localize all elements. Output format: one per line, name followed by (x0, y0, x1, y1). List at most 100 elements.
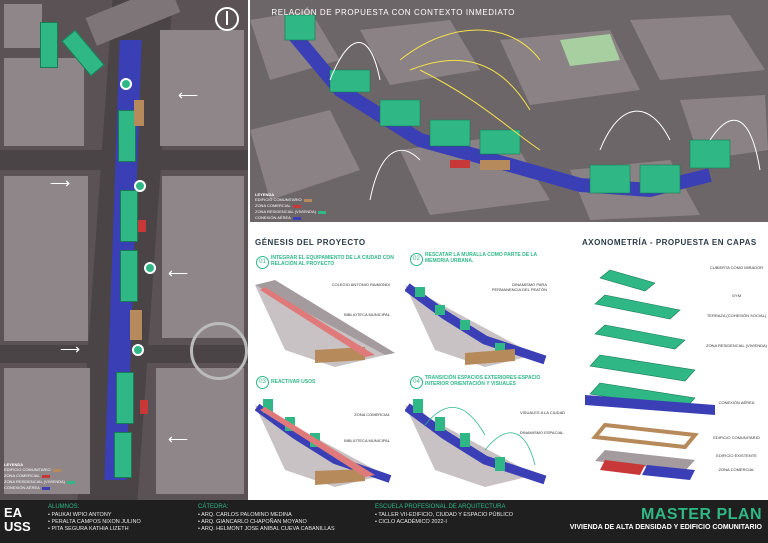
step-02-diagram (405, 283, 547, 367)
step-01-diagram (255, 280, 395, 367)
context-title: RELACIÓN DE PROPUESTA CON CONTEXTO INMED… (271, 8, 515, 17)
city-block (4, 4, 42, 48)
layer-label: CONEXIÓN AÉREA (718, 400, 755, 405)
school-logo: EA USS (4, 506, 31, 534)
axonometry-diagram (585, 269, 715, 480)
step-number: 02 (410, 253, 423, 266)
city-block (4, 58, 84, 146)
legend-title: LEYENDA (255, 192, 275, 197)
legend-swatch (292, 216, 301, 220)
residential-tower (120, 250, 138, 302)
academic-cycle: • CICLO ACADÉMICO 2022-I (375, 519, 447, 525)
layer-label: GYM (731, 293, 742, 298)
north-arrow-icon (215, 7, 239, 31)
layer-label: EDIFICIO COMUNITARIO (713, 435, 760, 440)
commercial-zone (140, 400, 148, 414)
layer-label: EDIFICIO EXISTENTE (716, 453, 757, 458)
legend-item: CONEXIÓN AÉREA (4, 485, 84, 491)
city-block (160, 30, 244, 146)
view-node (132, 344, 144, 356)
footer-bar: EA USS ALUMNOS: • PAUKAI WPIO ANTONY • P… (0, 500, 768, 543)
view-node (134, 180, 146, 192)
legend-item: CONEXIÓN AÉREA (255, 215, 375, 221)
legend-item: ZONA COMERCIAL (4, 473, 84, 479)
legend-title: LEYENDA (4, 462, 24, 467)
residential-tower (118, 110, 136, 162)
legend-item: ZONA RESIDENCIAL (VIVIENDA) (4, 479, 84, 485)
chair-list: • ARQ. CARLOS PALOMINO MEDINA • ARQ. GIA… (198, 512, 335, 533)
student-name: • PERALTA CAMPOS NIXON JULINO (48, 519, 141, 525)
professor-name: • ARQ. CARLOS PALOMINO MEDINA (198, 512, 292, 518)
step-text: TRANSICIÓN ESPACIOS EXTERIORES-ESPACIO I… (425, 375, 541, 387)
diagram-label: COLEGIO ANTONIO RAIMONDI (331, 282, 390, 287)
legend-item: ZONA RESIDENCIAL (VIVIENDA) (255, 209, 375, 215)
step-number: 04 (410, 376, 423, 389)
community-building (130, 310, 142, 340)
legend-item: ZONA COMERCIAL (255, 203, 375, 209)
course-name: • TALLER VII-EDIFICIO, CIUDAD Y ESPACIO … (375, 512, 514, 518)
plan-title: MASTER PLAN (640, 506, 762, 523)
residential-tower (114, 432, 132, 478)
student-name: • PITA SEGURA KATHIA LIZETH (48, 526, 129, 532)
layer-label: ZONA COMERCIAL (718, 467, 755, 472)
legend-swatch (41, 474, 50, 478)
context-3d-illustration (250, 10, 768, 220)
legend-item: EDIFICIO COMUNITARIO (255, 197, 375, 203)
legend-label: CONEXIÓN AÉREA (4, 485, 40, 490)
legend-label: EDIFICIO COMUNITARIO (255, 197, 302, 202)
step-number: 01 (256, 256, 269, 269)
step-04-diagram (405, 399, 547, 487)
students-list: • PAUKAI WPIO ANTONY • PERALTA CAMPOS NI… (48, 512, 141, 533)
residential-tower (120, 190, 138, 242)
community-building (134, 100, 144, 126)
school-list: • TALLER VII-EDIFICIO, CIUDAD Y ESPACIO … (375, 512, 515, 526)
city-block (4, 176, 88, 341)
axonometry-title: AXONOMETRÍA - PROPUESTA EN CAPAS (582, 238, 757, 247)
diagram-label: VISUALES A LA CIUDAD (520, 410, 566, 415)
plan-subtitle: VIVIENDA DE ALTA DENSIDAD Y EDIFICIO COM… (569, 524, 762, 531)
step-text: INTEGRAR EL EQUIPAMIENTO DE LA CIUDAD CO… (271, 255, 394, 267)
layer-label: ZONA RESIDENCIAL (VIVIENDA) (706, 343, 767, 348)
residential-tower (40, 22, 58, 68)
diagram-label: BIBLIOTECA MUNICIPAL (344, 312, 390, 317)
school-title: ESCUELA PROFESIONAL DE ARQUITECTURA (375, 504, 506, 510)
view-node (144, 262, 156, 274)
legend-label: ZONA COMERCIAL (255, 203, 291, 208)
legend-swatch (292, 204, 301, 208)
city-block (162, 176, 244, 338)
layer-label: TERRAZA (COHESIÓN SOCIAL) (706, 313, 767, 318)
professor-name: • ARQ. HELMONT JOSE ANIBAL CUEVA CABANIL… (198, 526, 335, 532)
logo-bottom: USS (4, 519, 31, 534)
genesis-title: GÉNESIS DEL PROYECTO (255, 238, 366, 247)
flow-arrow-icon: ⟶ (60, 341, 81, 357)
legend-swatch (317, 210, 326, 214)
legend-label: CONEXIÓN AÉREA (255, 215, 291, 220)
city-block (156, 368, 244, 494)
students-title: ALUMNOS: (48, 504, 80, 510)
layer-label: CUBIERTA COMO MIRADOR (709, 265, 764, 270)
residential-tower (116, 372, 134, 424)
flow-arrow-icon: ⟵ (178, 87, 199, 103)
step-number: 03 (256, 376, 269, 389)
view-node (120, 78, 132, 90)
legend-swatch (41, 486, 50, 490)
diagram-label: DINAMISMO ESPACIAL (520, 430, 564, 435)
roundabout (190, 322, 248, 380)
step-03-diagram (255, 399, 392, 487)
professor-name: • ARQ. GIANCARLO CHAPOÑAN MOYANO (198, 519, 307, 525)
legend-label: EDIFICIO COMUNITARIO (4, 467, 51, 472)
diagram-label: BIBLIOTECA MUNICIPAL (344, 438, 390, 443)
city-block (4, 368, 90, 494)
chair-title: CÁTEDRA: (198, 504, 229, 510)
plan-title-block: MASTER PLAN VIVIENDA DE ALTA DENSIDAD Y … (570, 506, 762, 531)
legend-swatch (303, 198, 312, 202)
logo-top: EA (4, 505, 23, 520)
legend-label: ZONA RESIDENCIAL (VIVIENDA) (255, 209, 316, 214)
student-name: • PAUKAI WPIO ANTONY (48, 512, 112, 518)
flow-arrow-icon: ⟶ (50, 175, 71, 191)
